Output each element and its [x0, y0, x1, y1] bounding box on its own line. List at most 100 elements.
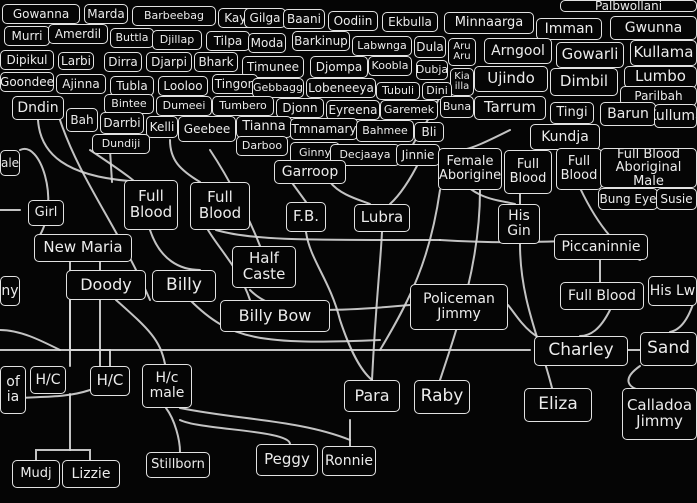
person-darrbi: Darrbi	[100, 112, 144, 134]
person-dubja: Dubja	[416, 60, 448, 80]
person-dini: Dini	[422, 82, 452, 100]
person-larbi: Larbi	[58, 52, 94, 70]
person-lobeneeya: Lobeneeya	[306, 78, 376, 98]
lineage-line	[189, 299, 381, 343]
person-barbeebag: Barbeebag	[132, 6, 216, 26]
person-oodiin: Oodiin	[328, 11, 378, 31]
person-full-blood-4: Full Blood	[190, 182, 250, 230]
person-moda: Moda	[248, 33, 286, 53]
person-darboo: Darboo	[236, 136, 288, 156]
person-gowarli: Gowarli	[556, 42, 624, 68]
person-barun: Barun	[600, 102, 656, 126]
person-bli: Bli	[414, 122, 444, 142]
person-djompa: Djompa	[310, 56, 368, 78]
lineage-line	[579, 309, 611, 337]
lineage-line	[179, 407, 351, 441]
person-dimbil: Dimbil	[550, 68, 618, 96]
person-dumeei: Dumeei	[156, 96, 212, 116]
lineage-line	[207, 229, 251, 301]
lineage-line	[37, 119, 151, 183]
person-lizzie: Lizzie	[62, 460, 120, 488]
person-baani: Baani	[283, 9, 325, 29]
person-amerdil: Amerdil	[48, 24, 108, 44]
person-tilpa: Tilpa	[206, 31, 250, 51]
person-djonn: Djonn	[276, 98, 324, 118]
person-sand: Sand	[640, 332, 697, 366]
person-ajinna: Ajinna	[56, 74, 106, 94]
person-half-caste: Half Caste	[232, 246, 296, 288]
person-hc-2: H/C	[90, 366, 130, 396]
person-tubuli: Tubuli	[376, 82, 420, 100]
lineage-line	[109, 149, 113, 183]
lineage-line	[149, 229, 201, 271]
person-kullama: Kullama	[630, 40, 697, 66]
person-garroop: Garroop	[274, 160, 346, 184]
person-new-maria: New Maria	[34, 234, 132, 262]
person-full-blood-2: Full Blood	[556, 148, 602, 190]
person-tingi: Tingi	[550, 102, 594, 124]
lineage-line	[179, 419, 291, 445]
person-kulluma: Kulluma	[654, 104, 697, 128]
lineage-line	[0, 329, 61, 351]
person-girl: Girl	[28, 200, 64, 226]
person-gowanna: Gowanna	[2, 4, 80, 24]
person-dula: Dula	[414, 36, 446, 58]
person-dirra: Dirra	[104, 52, 142, 72]
person-para: Para	[344, 380, 400, 412]
person-arngool: Arngool	[484, 38, 552, 64]
person-marda: Marda	[84, 4, 128, 24]
person-buna: Buna	[440, 96, 474, 118]
person-female-aborigine: Female Aborigine	[438, 148, 502, 190]
lineage-line	[305, 231, 373, 381]
person-tarrum: Tarrum	[474, 96, 546, 120]
person-kelli: Kelli	[146, 116, 178, 138]
person-tubla: Tubla	[110, 76, 154, 96]
person-buttla: Buttla	[110, 28, 154, 48]
person-tingon: Tingon	[212, 74, 258, 94]
person-policeman-jimmy: Policeman Jimmy	[410, 284, 508, 330]
person-eliza: Eliza	[524, 388, 592, 422]
lineage-line	[169, 139, 201, 183]
person-susie: Susie	[656, 188, 697, 210]
lineage-line	[329, 181, 371, 205]
person-parilbah: Parilbah	[620, 86, 697, 106]
lineage-line	[371, 231, 383, 381]
lineage-line	[69, 449, 91, 461]
person-bung-eye: Bung Eye	[598, 188, 658, 210]
person-tianna: Tianna	[236, 116, 292, 138]
person-hc-1: H/C	[30, 366, 66, 394]
person-bhark: Bhark	[194, 52, 238, 72]
person-dipikul: Dipikul	[0, 50, 54, 70]
person-gwunna: Gwunna	[610, 16, 697, 40]
person-full-blood-aboriginal-male: Full Blood Aboriginal Male	[600, 148, 697, 188]
lineage-line	[165, 407, 181, 453]
lineage-line	[115, 299, 166, 365]
person-imman: Imman	[536, 18, 602, 40]
person-fb: F.B.	[286, 202, 326, 232]
person-labwnga: Labwnga	[352, 36, 412, 56]
person-full-blood-1: Full Blood	[504, 150, 552, 194]
lineage-line	[389, 159, 421, 205]
person-looloo: Looloo	[158, 76, 208, 96]
person-ronnie: Ronnie	[322, 446, 376, 476]
person-koobla: Koobla	[368, 56, 412, 76]
person-full-blood-5: Full Blood	[560, 282, 644, 310]
person-hc-male: H/c male	[142, 364, 192, 408]
person-timunee: Timunee	[242, 56, 304, 78]
person-ujindo: Ujindo	[474, 66, 548, 92]
lineage-line	[519, 243, 553, 389]
person-kundja: Kundja	[530, 124, 600, 150]
person-ny: ny	[0, 276, 20, 306]
person-palbwollani: Palbwollani	[560, 0, 697, 12]
person-barkinup: Barkinup	[292, 31, 350, 51]
person-charley: Charley	[534, 336, 628, 366]
person-bahmee: Bahmee	[356, 120, 414, 142]
person-lubra: Lubra	[354, 204, 410, 232]
person-goondee: Goondee	[0, 72, 54, 92]
lineage-line	[627, 365, 641, 391]
person-lumbo: Lumbo	[624, 66, 697, 88]
person-doody: Doody	[66, 270, 146, 300]
person-full-blood-3: Full Blood	[124, 180, 178, 230]
person-tmnamary: Tmnamary	[290, 118, 358, 140]
